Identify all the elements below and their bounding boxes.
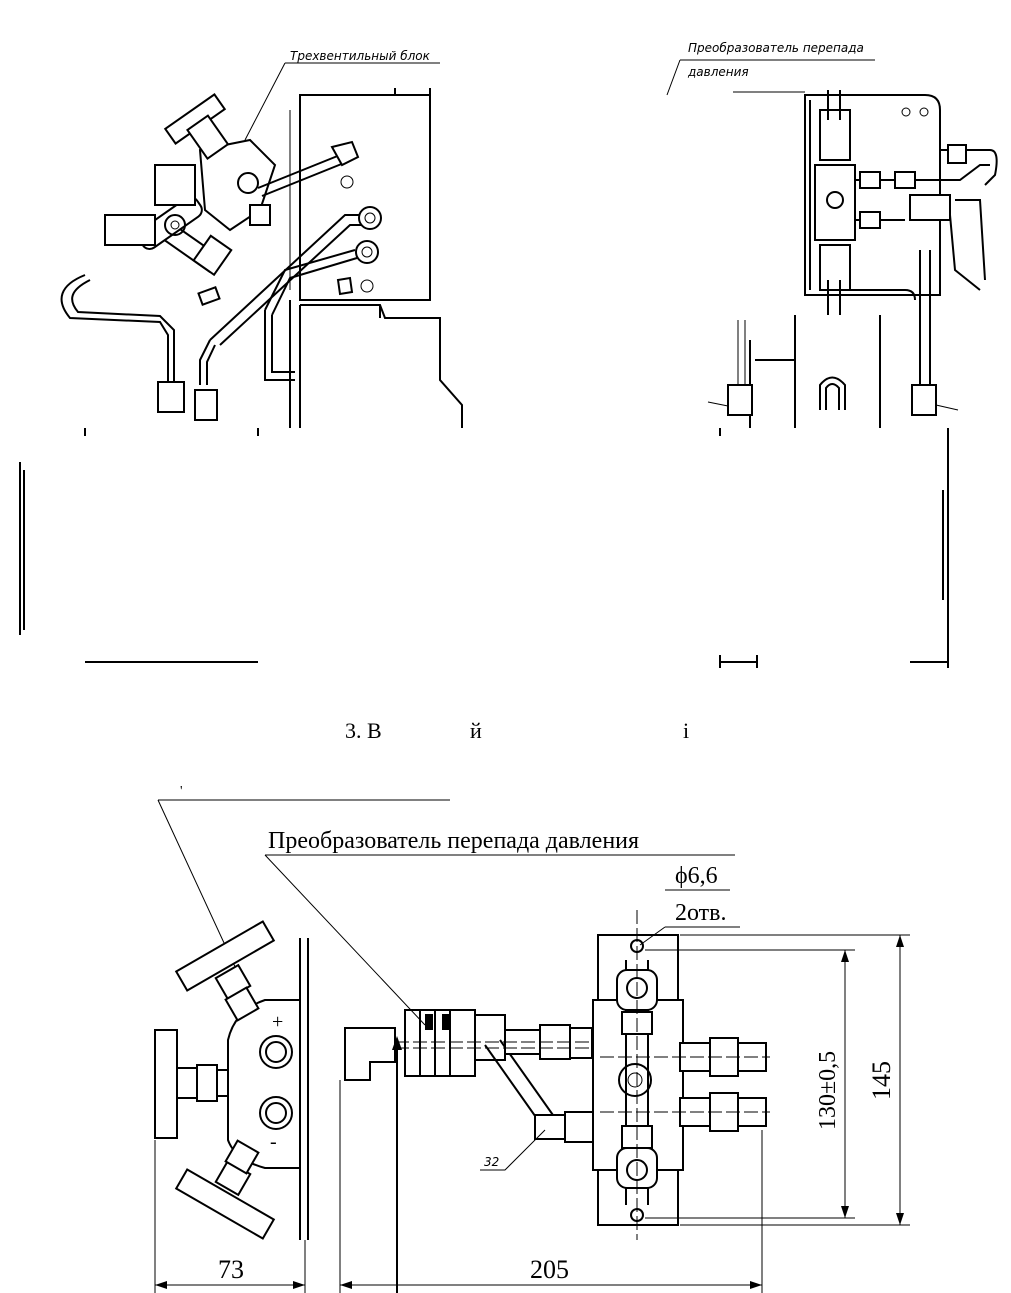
label-transmitter-bottom: Преобразователь перепада давления (268, 828, 639, 854)
hole-diameter: ϕ6,6 (675, 863, 718, 889)
label-transmitter-top: Преобразователь перепада (688, 41, 864, 55)
dim-width-left: 73 (218, 1255, 244, 1284)
right-transmitter-housing (737, 90, 998, 390)
lower-labels: Преобразователь перепада давления ϕ6,6 2… (264, 828, 740, 1171)
minus-sign: - (270, 1131, 277, 1153)
caption-fragment-mid: й (470, 718, 482, 743)
manifold-front-view: + - (154, 920, 309, 1240)
upper-assembly-view: Трехвентильный блок Преобразователь пере… (19, 41, 998, 743)
left-impulse-tubes (60, 140, 382, 436)
left-three-valve-block (104, 93, 277, 277)
dim-width-right: 205 (530, 1255, 569, 1284)
plus-sign: + (272, 1011, 283, 1033)
dim-height-inner: 130±0,5 (815, 1051, 841, 1130)
svg-text:': ' (180, 784, 183, 799)
label-transmitter-top-line2: давления (687, 65, 749, 79)
caption-fragment-left: 3. В (345, 718, 382, 743)
base-frame (19, 462, 258, 663)
hole-count: 2отв. (675, 900, 727, 926)
leader-32: 32 (484, 1155, 499, 1169)
left-transmitter-housing (289, 88, 463, 428)
upper-labels: Трехвентильный блок Преобразователь пере… (244, 41, 875, 743)
label-valve-block: Трехвентильный блок (290, 49, 431, 63)
transmitter-side-view (344, 910, 770, 1240)
caption-fragment-right: і (683, 718, 689, 743)
dimensions: 73 205 130±0,5 145 (154, 934, 910, 1293)
lower-assembly-view: ' + - (154, 784, 910, 1293)
right-lower-structure (707, 315, 959, 668)
dim-height-outer: 145 (867, 1061, 896, 1100)
